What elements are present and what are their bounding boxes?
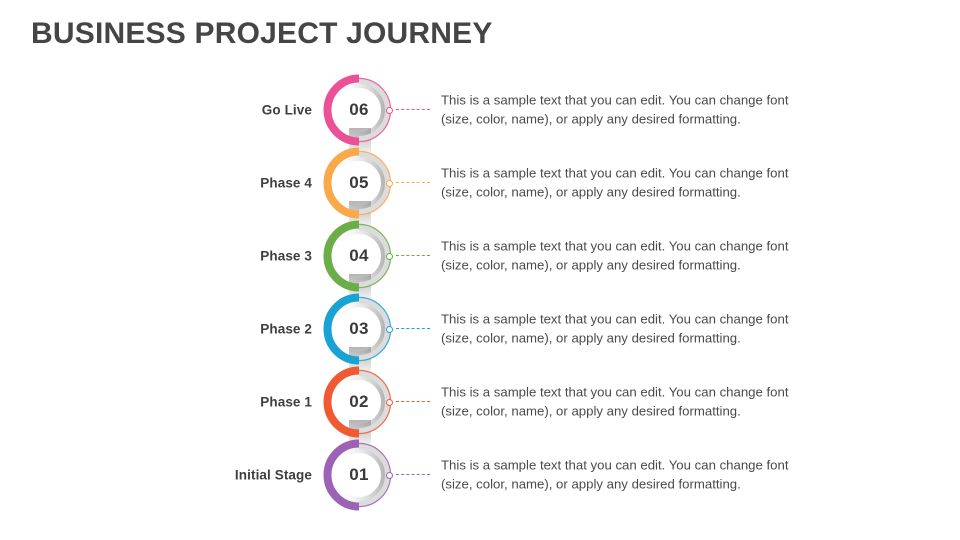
step-description: This is a sample text that you can edit.… [441,384,789,419]
dashed-connector-line [396,474,430,475]
timeline-step[interactable]: Phase 1 02 This is a sample text that you … [0,366,960,448]
step-circle[interactable]: 03 [323,293,392,365]
dashed-connector-line [396,255,430,256]
timeline-step[interactable]: Go Live 06 This is a sample text that you … [0,74,960,156]
step-number: 05 [349,173,369,192]
step-number: 01 [349,465,369,484]
step-number: 06 [349,100,369,119]
connector-node-icon [386,471,393,479]
timeline-step[interactable]: Phase 4 05 This is a sample text that you … [0,147,960,229]
step-label: Initial Stage [234,467,312,483]
step-circle[interactable]: 05 [323,147,392,219]
timeline-step[interactable]: Phase 2 03 This is a sample text that you … [0,293,960,375]
step-label: Go Live [261,102,312,118]
step-label: Phase 3 [260,248,312,264]
step-label: Phase 1 [260,394,312,410]
step-circle[interactable]: 02 [323,366,392,438]
step-description: This is a sample text that you can edit.… [441,92,789,127]
timeline-step[interactable]: Phase 3 04 This is a sample text that you … [0,220,960,302]
dashed-connector-line [396,182,430,183]
dashed-connector-line [396,401,430,402]
connector-node-icon [386,252,393,260]
step-description: This is a sample text that you can edit.… [441,311,789,346]
step-circle[interactable]: 04 [323,220,392,292]
step-number: 03 [349,319,369,338]
step-description: This is a sample text that you can edit.… [441,457,789,492]
step-label: Phase 4 [260,175,312,191]
step-description: This is a sample text that you can edit.… [441,238,789,273]
step-label: Phase 2 [260,321,312,337]
step-circle[interactable]: 06 [323,74,392,146]
connector-node-icon [386,179,393,187]
step-number: 02 [349,392,369,411]
page-title: BUSINESS PROJECT JOURNEY [31,17,493,50]
connector-node-icon [386,398,393,406]
timeline-step[interactable]: Initial Stage 01 This is a sample text tha… [0,439,960,511]
connector-node-icon [386,325,393,333]
dashed-connector-line [396,328,430,329]
step-circle[interactable]: 01 [323,439,392,511]
connector-node-icon [386,106,393,114]
dashed-connector-line [396,109,430,110]
step-number: 04 [349,246,369,265]
step-description: This is a sample text that you can edit.… [441,165,789,200]
